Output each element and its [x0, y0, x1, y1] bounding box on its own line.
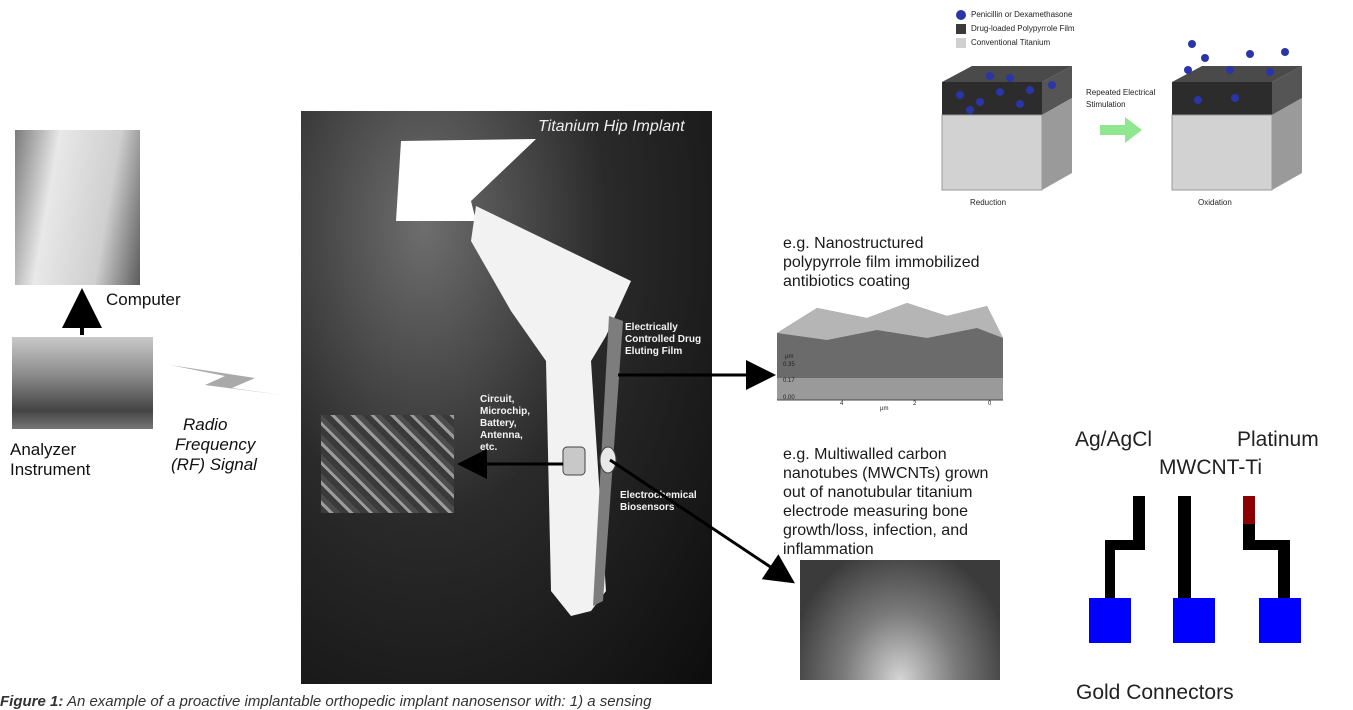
- afm-y-unit: µm: [785, 354, 793, 360]
- afm-surface-plot: [777, 298, 1003, 408]
- reduction-label: Reduction: [970, 198, 1006, 207]
- legend-item-film: Drug-loaded Polypyrrole Film: [956, 24, 1075, 34]
- example1-line3: antibiotics coating: [783, 272, 910, 291]
- example2-line6: inflammation: [783, 540, 874, 559]
- example2-line3: out of nanotubular titanium: [783, 483, 972, 502]
- electrode-layout: [1085, 490, 1315, 670]
- gold-connector-1: [1089, 598, 1131, 643]
- caption-text: An example of a proactive implantable or…: [63, 693, 651, 710]
- gold-connector-2: [1173, 598, 1215, 643]
- biosensor-example-arrow: [610, 460, 790, 580]
- example2-line4: electrode measuring bone: [783, 502, 968, 521]
- afm-y-tick-2: 0.17: [783, 378, 795, 384]
- afm-x-tick-1: 4: [840, 401, 843, 407]
- rf-signal-bolt-icon: [170, 365, 282, 395]
- agcl-trace: [1105, 496, 1145, 600]
- drug-release-schematic: [930, 40, 1330, 200]
- mwcnt-label: MWCNT-Ti: [1159, 456, 1262, 480]
- platinum-trace: [1243, 522, 1290, 600]
- stimulation-label-line1: Repeated Electrical: [1086, 88, 1155, 97]
- platinum-label: Platinum: [1237, 428, 1319, 452]
- afm-y-tick-3: 0.00: [783, 395, 795, 401]
- example2-line5: growth/loss, infection, and: [783, 521, 968, 540]
- film-swatch-icon: [956, 24, 966, 34]
- gold-connectors-label: Gold Connectors: [1076, 681, 1234, 705]
- legend-item-drug: Penicillin or Dexamethasone: [956, 10, 1072, 20]
- example1-line2: polypyrrole film immobilized: [783, 253, 980, 272]
- mwcnt-sem-image: [800, 560, 1000, 680]
- oxidation-label: Oxidation: [1198, 198, 1232, 207]
- stimulation-label-line2: Stimulation: [1086, 100, 1126, 109]
- caption-lead: Figure 1:: [0, 693, 63, 710]
- example1-line1: e.g. Nanostructured: [783, 234, 924, 253]
- drug-dot-icon: [956, 10, 966, 20]
- afm-x-tick-3: 0: [988, 401, 991, 407]
- gold-connector-3: [1259, 598, 1301, 643]
- afm-x-tick-2: 2: [913, 401, 916, 407]
- platinum-tip: [1243, 496, 1255, 524]
- figure-caption: Figure 1: An example of a proactive impl…: [0, 693, 651, 710]
- afm-y-tick-1: 0.35: [783, 362, 795, 368]
- agcl-label: Ag/AgCl: [1075, 428, 1152, 452]
- example2-line2: nanotubes (MWCNTs) grown: [783, 464, 988, 483]
- example2-line1: e.g. Multiwalled carbon: [783, 445, 947, 464]
- afm-x-unit: µm: [880, 406, 888, 412]
